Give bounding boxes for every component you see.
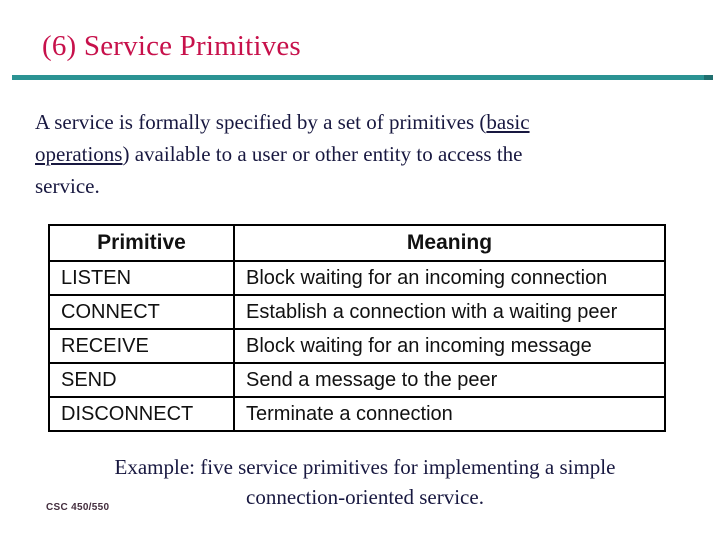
primitive-cell: DISCONNECT	[48, 396, 235, 432]
service-primitives-table: Primitive Meaning LISTEN Block waiting f…	[48, 224, 666, 432]
example-caption: Example: five service primitives for imp…	[10, 452, 720, 512]
meaning-cell: Block waiting for an incoming message	[233, 328, 666, 364]
intro-underlined-basic: basic	[486, 110, 530, 134]
primitive-cell: CONNECT	[48, 294, 235, 330]
example-line1: Example: five service primitives for imp…	[114, 455, 616, 479]
course-code-footer: CSC 450/550	[46, 502, 110, 513]
example-line2: connection-oriented service.	[246, 485, 484, 509]
intro-paragraph: A service is formally specified by a set…	[35, 106, 530, 202]
table-row-send: SEND Send a message to the peer	[48, 362, 666, 398]
rule-end-cap	[704, 75, 713, 80]
column-header-meaning: Meaning	[233, 224, 666, 262]
primitive-cell: SEND	[48, 362, 235, 398]
intro-line2-text: ) available to a user or other entity to…	[122, 142, 523, 166]
table-row-disconnect: DISCONNECT Terminate a connection	[48, 396, 666, 432]
meaning-cell: Terminate a connection	[233, 396, 666, 432]
table-row-connect: CONNECT Establish a connection with a wa…	[48, 294, 666, 330]
meaning-cell: Block waiting for an incoming connection	[233, 260, 666, 296]
table-header-row: Primitive Meaning	[48, 224, 666, 262]
slide-title: (6) Service Primitives	[42, 30, 301, 62]
column-header-primitive: Primitive	[48, 224, 235, 262]
intro-line1-text: A service is formally specified by a set…	[35, 110, 487, 134]
primitive-cell: LISTEN	[48, 260, 235, 296]
intro-underlined-operations: operations	[35, 142, 123, 166]
table-row-receive: RECEIVE Block waiting for an incoming me…	[48, 328, 666, 364]
title-divider-rule	[12, 75, 713, 80]
meaning-cell: Send a message to the peer	[233, 362, 666, 398]
table-row-listen: LISTEN Block waiting for an incoming con…	[48, 260, 666, 296]
intro-line3-text: service.	[35, 174, 100, 198]
meaning-cell: Establish a connection with a waiting pe…	[233, 294, 666, 330]
primitive-cell: RECEIVE	[48, 328, 235, 364]
